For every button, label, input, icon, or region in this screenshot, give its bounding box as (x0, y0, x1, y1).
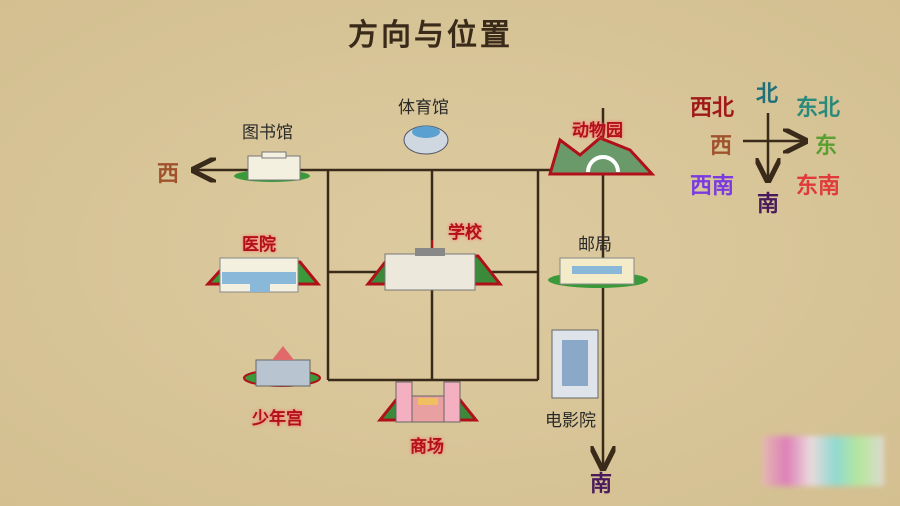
mall-building (376, 381, 480, 423)
post-office-label: 邮局 (578, 235, 612, 255)
west-direction-label: 西 (157, 162, 180, 187)
compass-southeast: 东南 (796, 174, 841, 199)
school-label: 学校 (448, 223, 482, 243)
mall-label: 商场 (410, 437, 444, 457)
compass-south: 南 (757, 192, 780, 217)
south-direction-label: 南 (590, 472, 613, 497)
compass-east: 东 (815, 134, 838, 159)
compass-southwest: 西南 (690, 174, 735, 199)
youth-palace-building (243, 346, 321, 387)
compass-west: 西 (710, 134, 733, 159)
zoo-label: 动物园 (572, 121, 623, 141)
library-label: 图书馆 (242, 123, 293, 143)
cinema-label: 电影院 (545, 411, 596, 431)
stadium-building (403, 125, 449, 155)
page-title: 方向与位置 (348, 18, 513, 53)
youth-palace-label: 少年宫 (252, 409, 303, 429)
blurred-watermark (762, 436, 884, 486)
library-building (234, 151, 310, 182)
compass-north: 北 (756, 82, 779, 107)
hospital-label: 医院 (242, 235, 276, 255)
post-office-building (548, 257, 648, 288)
cinema-building (551, 329, 599, 399)
stadium-label: 体育馆 (398, 98, 449, 118)
compass-northeast: 东北 (796, 96, 841, 121)
compass-northwest: 西北 (690, 96, 735, 121)
zoo-building (547, 136, 656, 176)
school-building (364, 240, 504, 291)
hospital-building (204, 257, 322, 293)
